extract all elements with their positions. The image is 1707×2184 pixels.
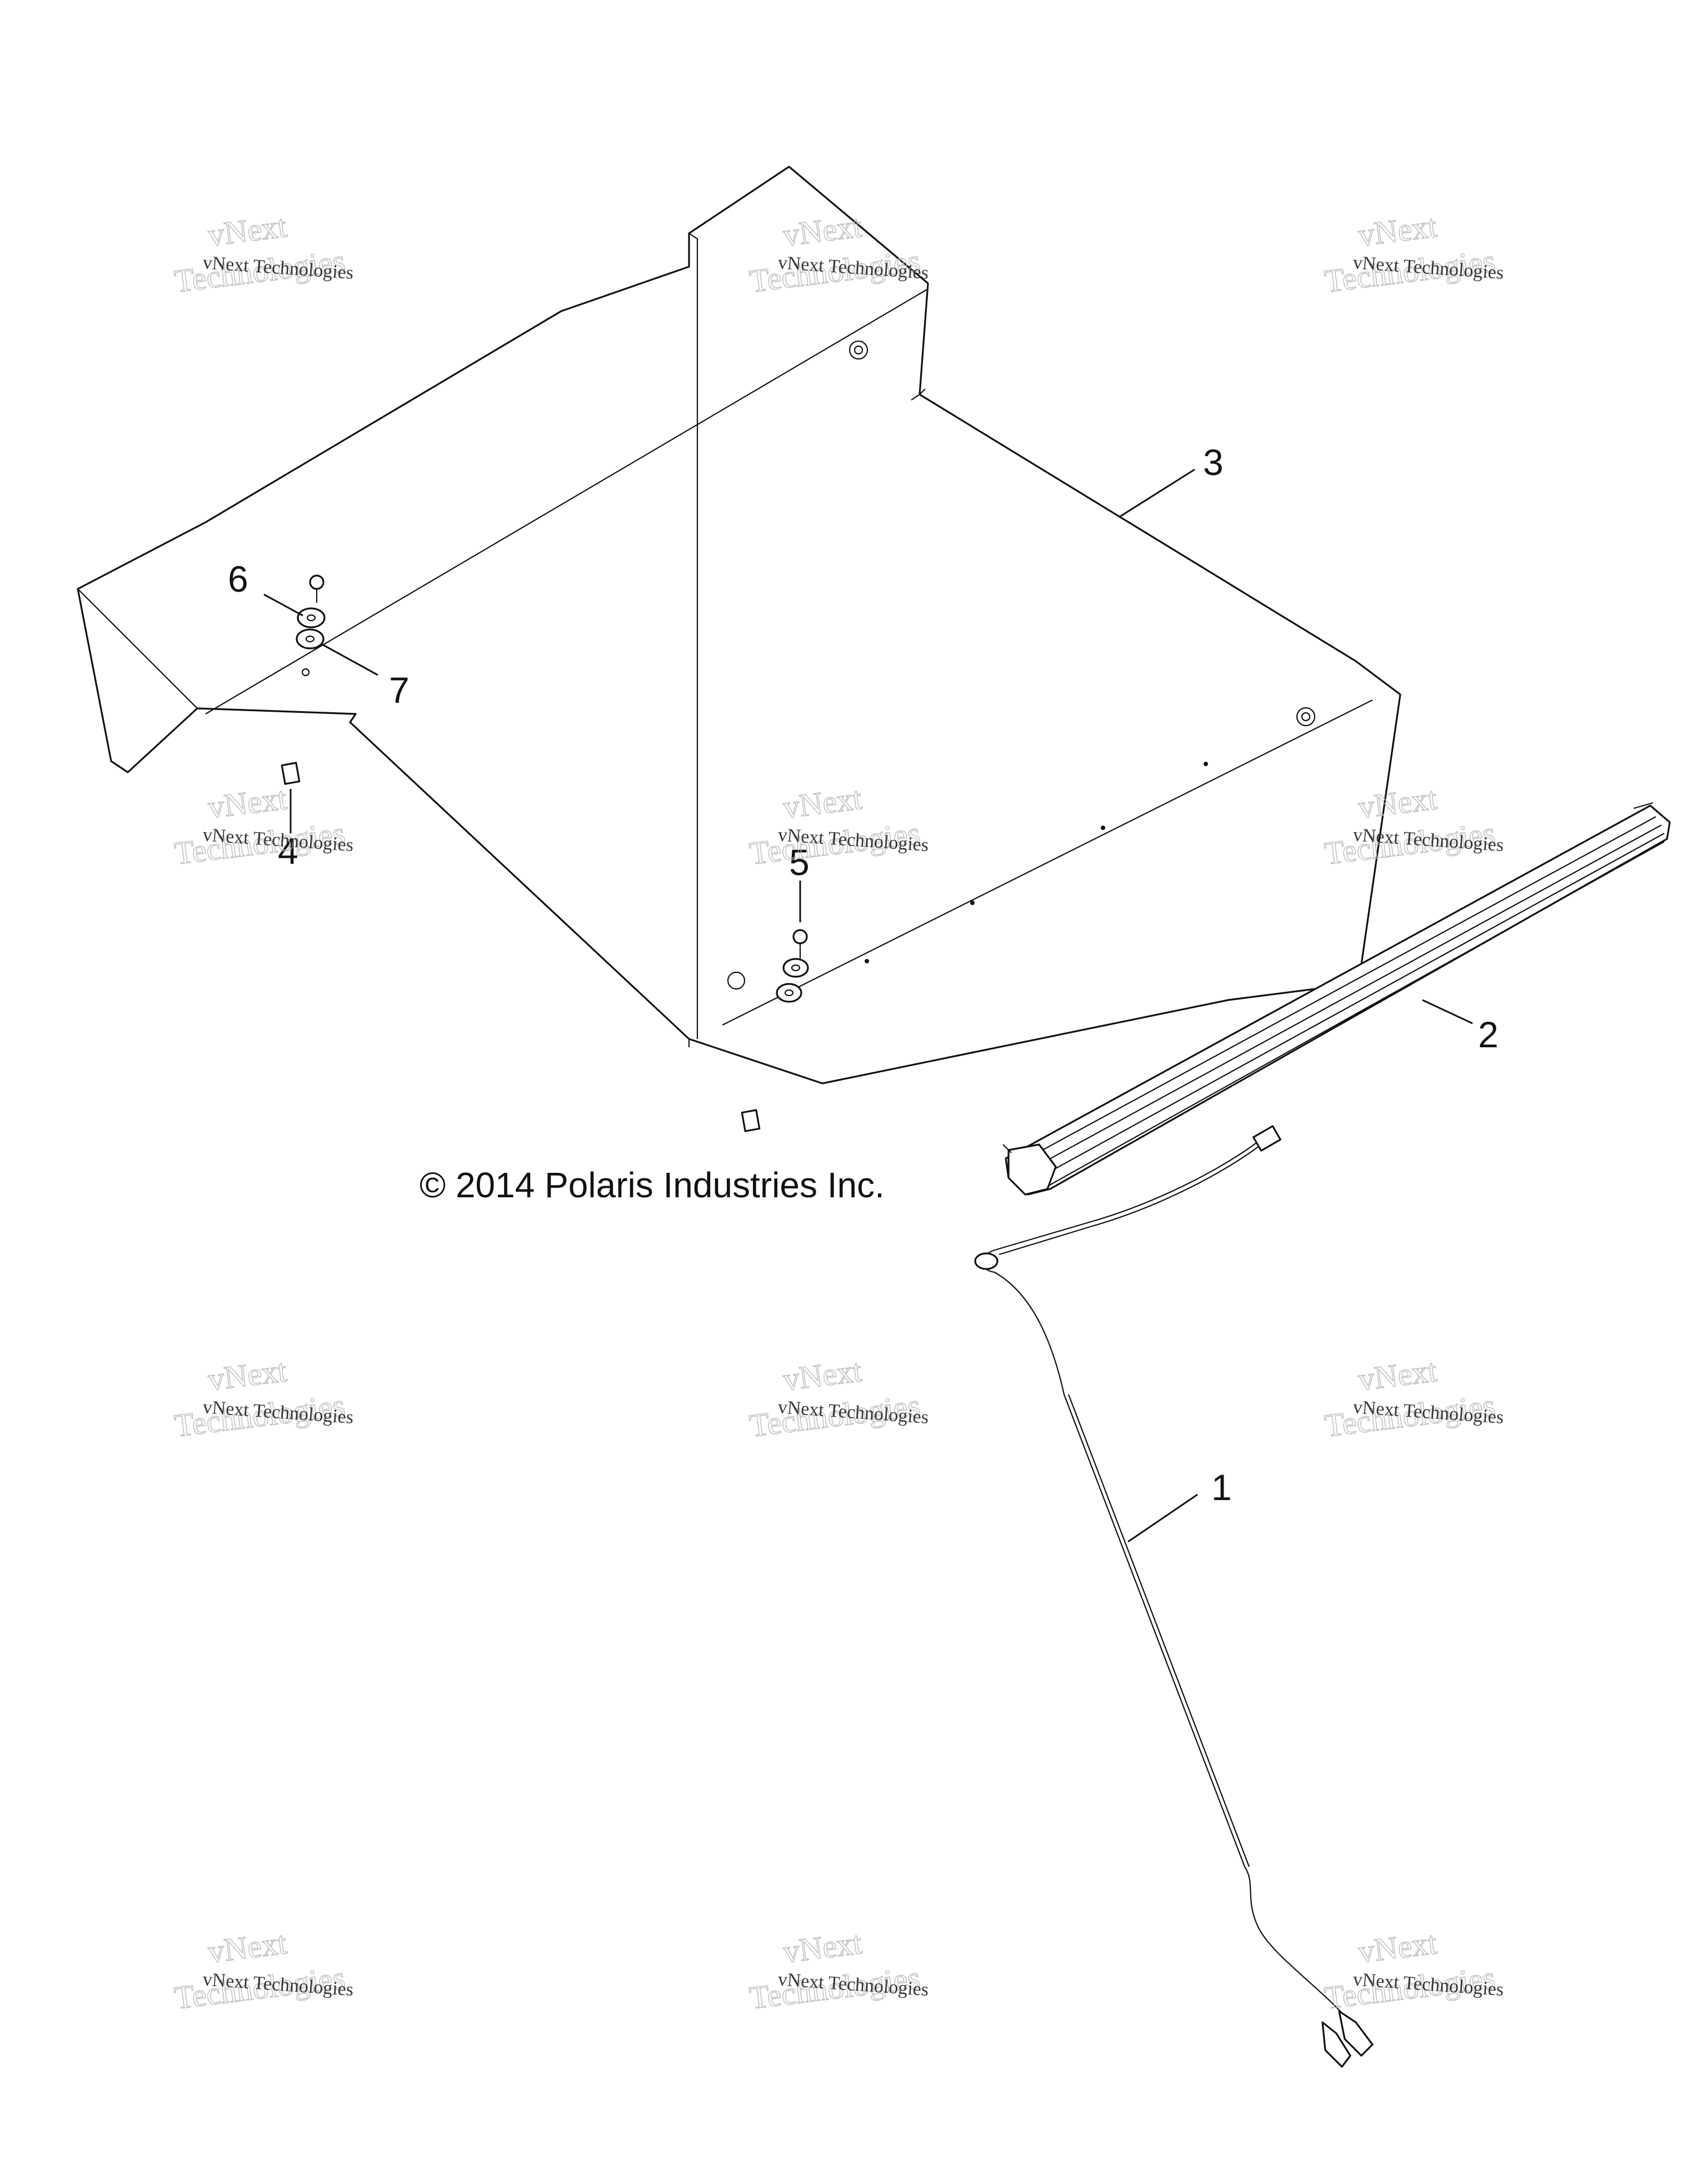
svg-text:vNext: vNext	[1356, 208, 1439, 253]
callout-5: 5	[789, 842, 810, 883]
clip-part-4	[281, 762, 761, 1132]
roof-panel-part-3	[77, 166, 1401, 1084]
svg-text:vNext: vNext	[206, 780, 289, 826]
callout-3: 3	[1203, 442, 1224, 483]
svg-text:vNext: vNext	[1356, 1352, 1439, 1398]
leader-7	[322, 643, 378, 676]
watermark: vNext Technologies vNext Technologies	[172, 779, 355, 872]
watermark: vNext Technologies vNext Technologies	[1322, 1924, 1505, 2016]
callout-2: 2	[1478, 1014, 1499, 1055]
watermark: vNext Technologies vNext Technologies	[1322, 207, 1505, 299]
svg-text:vNext: vNext	[1356, 1925, 1439, 1970]
watermark: vNext Technologies vNext Technologies	[172, 207, 355, 299]
light-bar-part-2	[1002, 802, 1671, 1196]
watermark: vNext Technologies vNext Technologies	[172, 1924, 355, 2016]
callout-1: 1	[1211, 1467, 1232, 1508]
copyright-notice: © 2014 Polaris Industries Inc.	[420, 1165, 885, 1205]
wiring-harness-part-1	[974, 1125, 1374, 2068]
watermark: vNext Technologies vNext Technologies	[172, 1352, 355, 1444]
callout-6: 6	[228, 558, 248, 599]
screw-washer-parts-6-7	[296, 574, 326, 649]
watermark: vNext Technologies vNext Technologies	[1322, 1352, 1505, 1444]
leader-3	[1119, 468, 1195, 518]
watermark: vNext Technologies vNext Technologies	[747, 1924, 930, 2016]
leader-6	[263, 593, 303, 617]
svg-text:vNext: vNext	[781, 1925, 864, 1970]
screw-part-5	[776, 929, 809, 1003]
watermark: vNext Technologies vNext Technologies	[747, 207, 930, 299]
svg-text:vNext: vNext	[206, 1352, 289, 1398]
callout-4: 4	[278, 831, 298, 872]
leader-lines	[263, 468, 1473, 1543]
callout-7: 7	[389, 669, 410, 711]
watermark: vNext Technologies vNext Technologies	[747, 1352, 930, 1444]
leader-1	[1127, 1493, 1198, 1543]
leader-2	[1422, 999, 1473, 1024]
svg-text:vNext: vNext	[781, 1352, 864, 1398]
svg-text:vNext: vNext	[206, 208, 289, 253]
svg-text:vNext: vNext	[206, 1925, 289, 1970]
